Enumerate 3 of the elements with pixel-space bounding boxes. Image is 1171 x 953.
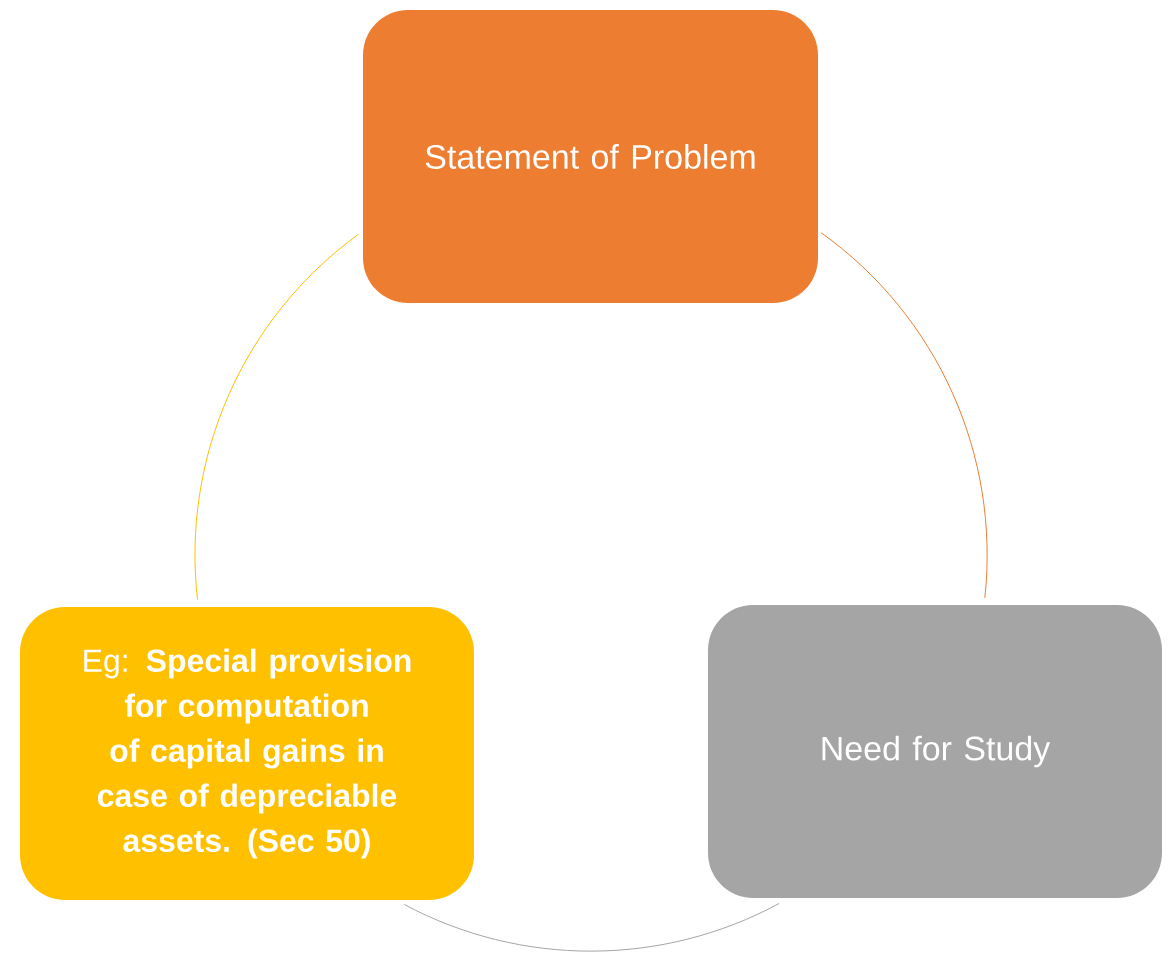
process-box: Eg: Special provision for computation of capital gains in case of depreciable assets. (Sec 50) [20, 607, 474, 900]
process-box: Statement of Problem [363, 10, 818, 303]
process-box: Need for Study [708, 605, 1162, 898]
